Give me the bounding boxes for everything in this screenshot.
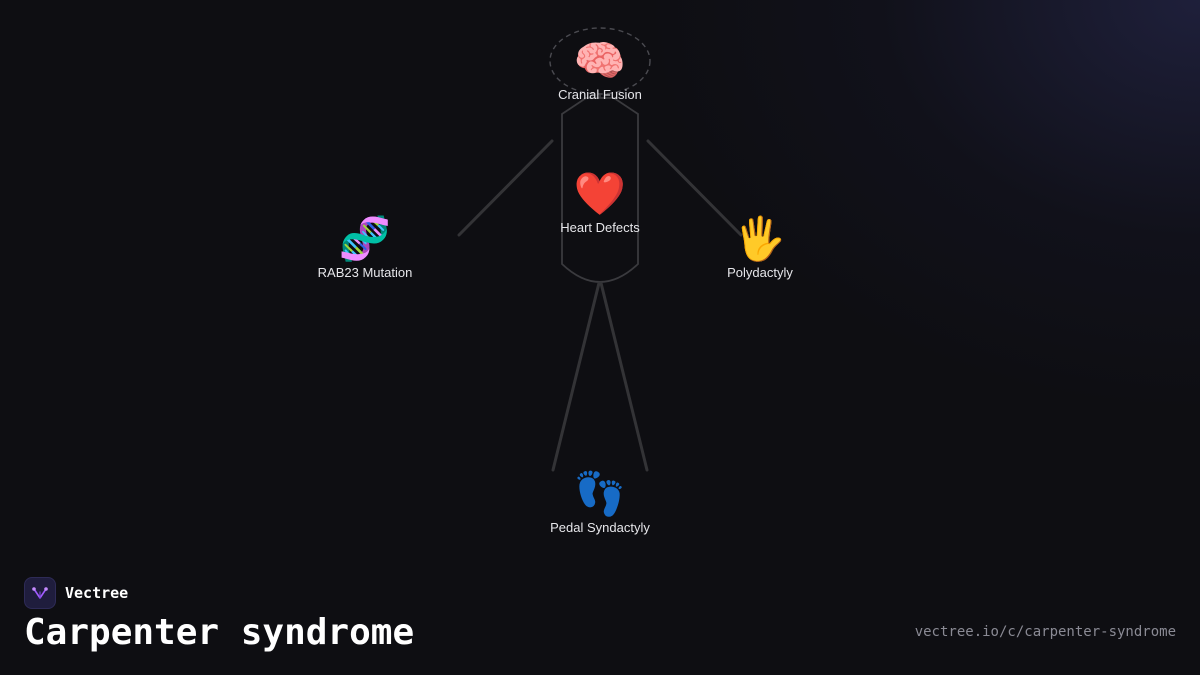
node-pedal-syndactyly[interactable]: 👣 Pedal Syndactyly xyxy=(515,470,685,535)
node-label: Pedal Syndactyly xyxy=(550,520,650,535)
right-leg-line xyxy=(599,281,649,472)
node-polydactyly[interactable]: 🖐️ Polydactyly xyxy=(675,215,845,280)
vectree-logo-icon xyxy=(24,577,56,609)
node-label: Polydactyly xyxy=(727,265,793,280)
dna-icon: 🧬 xyxy=(338,215,392,262)
node-cranial-fusion[interactable]: 🧠 Cranial Fusion xyxy=(515,37,685,102)
page-title: Carpenter syndrome xyxy=(24,612,415,653)
brain-icon: 🧠 xyxy=(573,37,627,84)
hand-icon: 🖐️ xyxy=(733,215,787,262)
node-label: RAB23 Mutation xyxy=(317,265,413,280)
node-label: Heart Defects xyxy=(560,220,640,235)
right-arm-line xyxy=(646,139,743,237)
heart-icon: ❤️ xyxy=(573,170,627,217)
left-leg-line xyxy=(551,281,601,472)
footprints-icon: 👣 xyxy=(573,470,627,517)
node-label: Cranial Fusion xyxy=(558,87,642,102)
node-rab23-mutation[interactable]: 🧬 RAB23 Mutation xyxy=(280,215,450,280)
brand-name: Vectree xyxy=(65,584,129,602)
left-arm-line xyxy=(457,139,554,237)
page-url[interactable]: vectree.io/c/carpenter-syndrome xyxy=(914,624,1176,640)
node-heart-defects[interactable]: ❤️ Heart Defects xyxy=(515,170,685,235)
torso-outline xyxy=(561,97,639,283)
brand[interactable]: Vectree xyxy=(24,577,128,609)
